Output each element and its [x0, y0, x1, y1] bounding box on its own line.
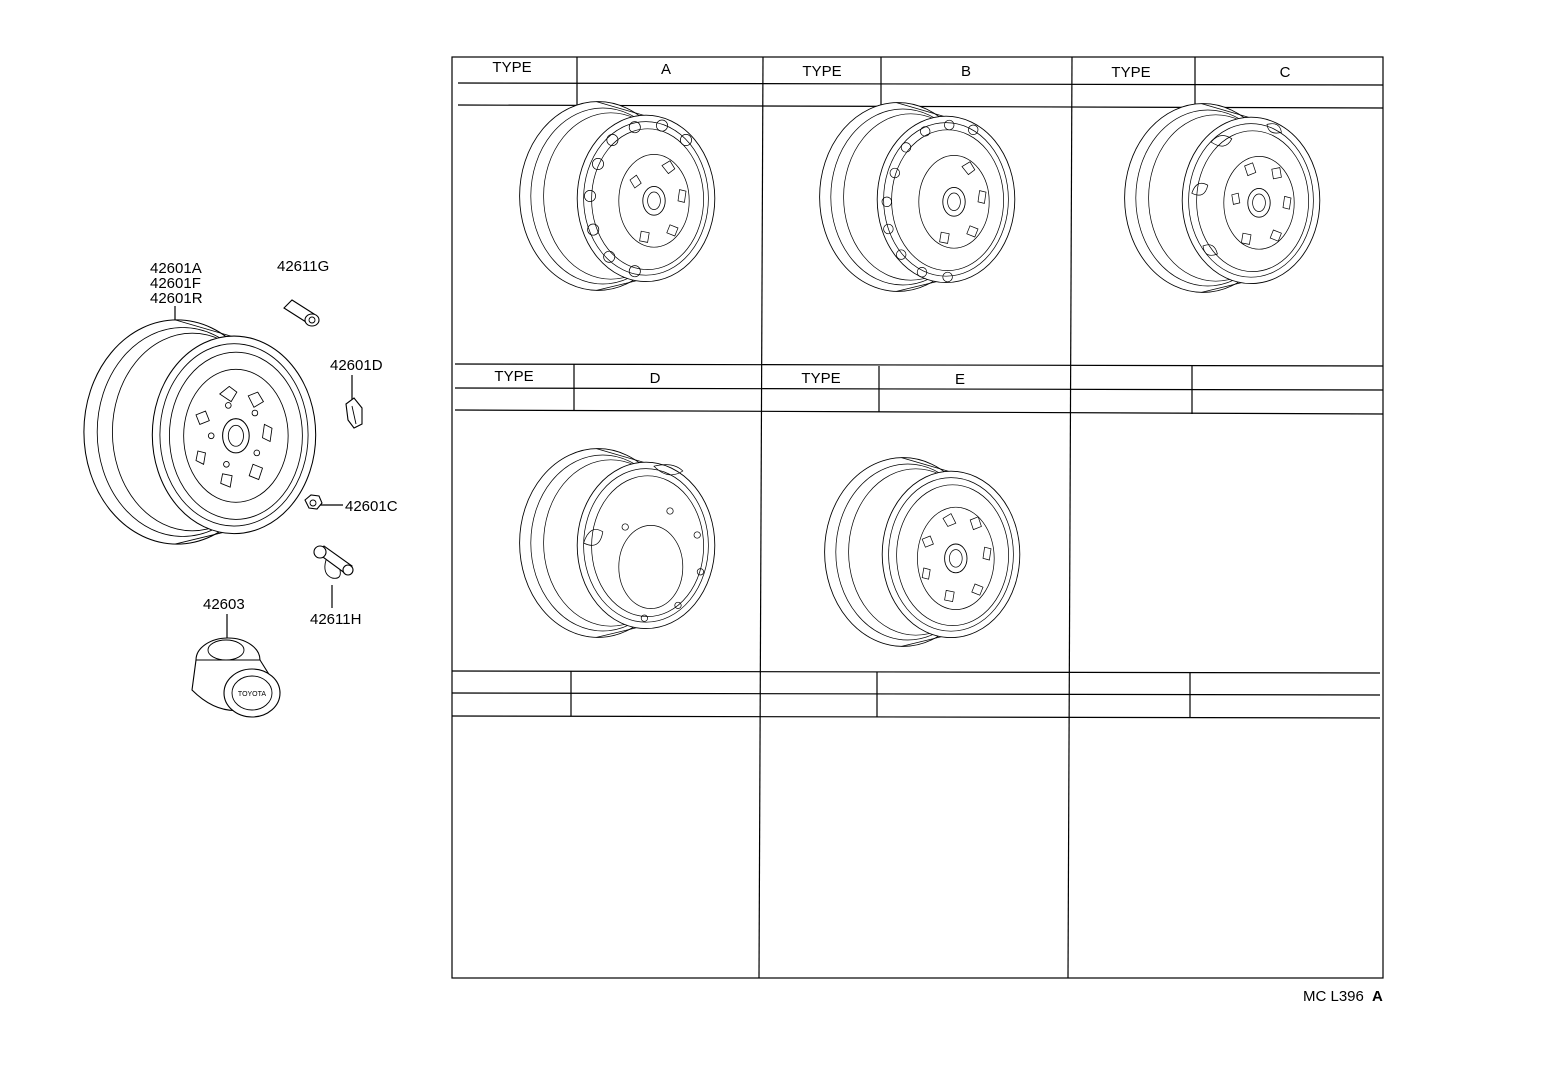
type-value-a: A — [661, 61, 671, 78]
part-number-wheel-r: 42601R — [150, 290, 203, 307]
hub-cap-logo: TOYOTA — [238, 691, 266, 698]
wheel-icon — [83, 319, 317, 545]
diagram-code-suffix: A — [1372, 988, 1383, 1005]
wheel-c-icon — [1124, 103, 1321, 293]
type-value-e: E — [955, 371, 965, 388]
type-label-a: TYPE — [492, 59, 531, 76]
valve-stem-icon — [283, 299, 320, 327]
wheel-b-icon — [819, 102, 1016, 292]
type-value-c: C — [1280, 64, 1291, 81]
type-value-b: B — [961, 63, 971, 80]
table-headers: TYPE A TYPE B TYPE C TYPE D TYPE E — [492, 59, 1290, 388]
part-number-nut: 42601C — [345, 498, 398, 515]
part-number-wheel-a: 42601A — [150, 260, 202, 277]
balance-weight-icon — [345, 397, 363, 429]
part-number-weight: 42601D — [330, 357, 383, 374]
type-label-c: TYPE — [1111, 64, 1150, 81]
type-value-d: D — [650, 370, 661, 387]
type-label-b: TYPE — [802, 63, 841, 80]
diagram-code: MC L396 — [1303, 988, 1364, 1005]
part-number-wheel-f: 42601F — [150, 275, 201, 292]
parts-callouts: 42601A 42601F 42601R 42611G 42601D 42601… — [150, 258, 398, 628]
valve-assembly-icon — [313, 545, 354, 579]
type-label-d: TYPE — [494, 368, 533, 385]
wheel-e-icon — [824, 457, 1021, 647]
wheel-d-icon — [519, 448, 716, 638]
part-number-cap: 42603 — [203, 596, 245, 613]
hub-nut-icon — [304, 494, 323, 510]
part-number-valve-assy: 42611H — [310, 611, 361, 628]
part-number-valve: 42611G — [277, 258, 329, 275]
type-label-e: TYPE — [801, 370, 840, 387]
hub-cap-icon — [191, 637, 281, 718]
wheel-a-icon — [519, 101, 716, 291]
